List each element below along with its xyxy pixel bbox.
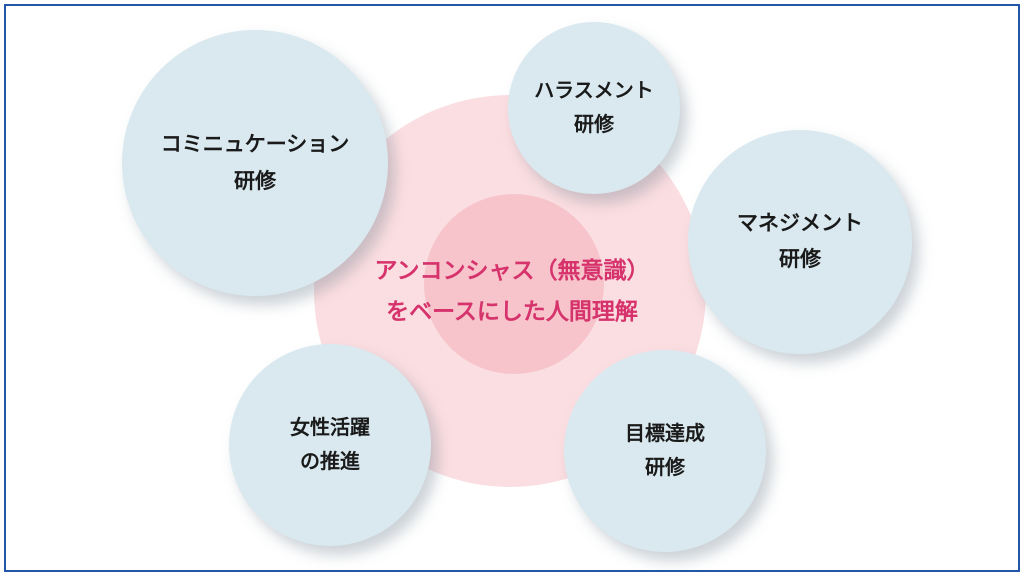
bubble-label-line2: 研修 — [234, 170, 276, 193]
bubble-communication-training: コミニュケーション 研修 — [122, 30, 388, 296]
bubble-goal-achievement-training: 目標達成 研修 — [564, 350, 766, 552]
center-concept-label: アンコンシャス（無意識） をベースにした人間理解 — [262, 250, 762, 332]
bubble-label-line2: 研修 — [779, 248, 821, 271]
bubble-women-empowerment: 女性活躍 の推進 — [229, 344, 431, 546]
bubble-label-line1: マネジメント — [737, 212, 863, 235]
center-inner-circle — [424, 194, 604, 374]
bubble-label-line2: 研修 — [645, 457, 685, 479]
bubble-label-line1: コミニュケーション — [160, 133, 350, 156]
bubble-label-line1: ハラスメント — [534, 80, 654, 102]
center-label-line1: アンコンシャス（無意識） — [374, 257, 650, 283]
bubble-management-training: マネジメント 研修 — [688, 130, 912, 354]
center-label-line2: をベースにした人間理解 — [386, 298, 638, 324]
bubble-label-line1: 女性活躍 — [290, 417, 370, 439]
bubble-label-line2: の推進 — [300, 451, 360, 473]
bubble-label-line2: 研修 — [574, 114, 614, 136]
bubble-label-line1: 目標達成 — [625, 423, 705, 445]
bubble-harassment-training: ハラスメント 研修 — [508, 22, 680, 194]
